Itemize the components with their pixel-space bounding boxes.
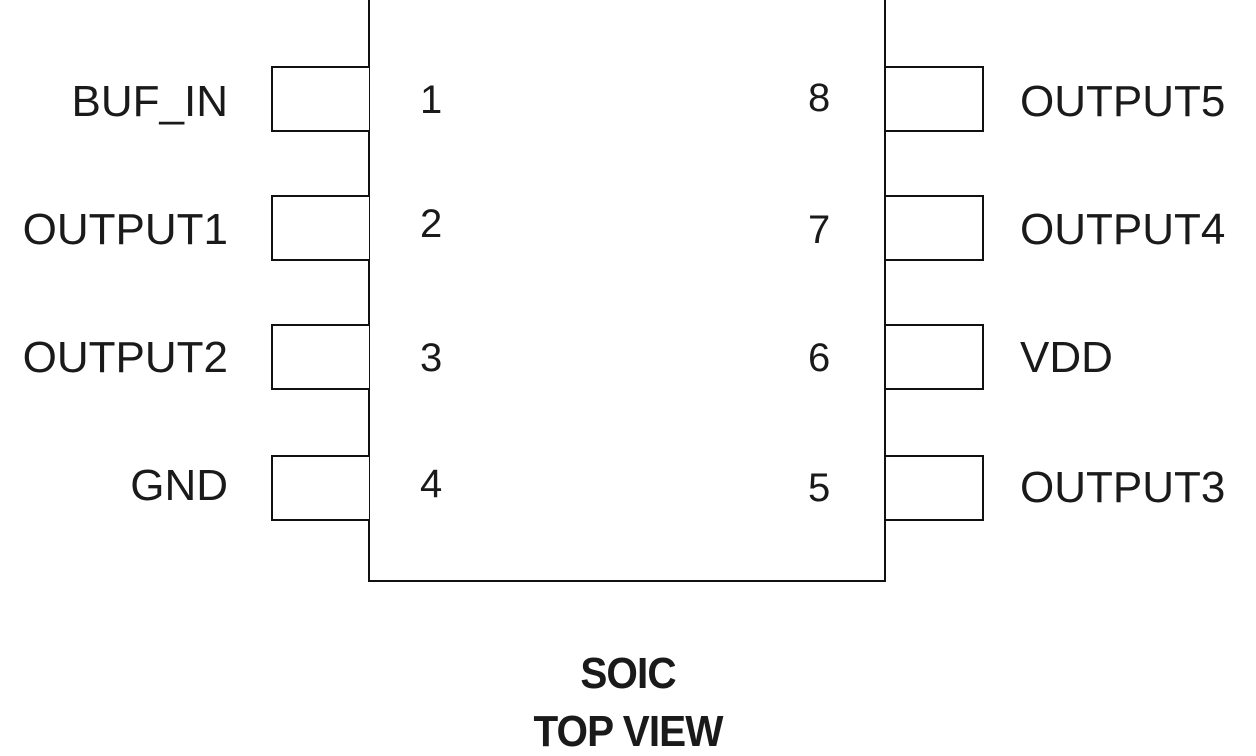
pin-1-label: BUF_IN <box>71 77 228 126</box>
pin-6-label: VDD <box>1020 333 1113 382</box>
pin-4-lead <box>271 455 369 521</box>
pin-7-lead <box>886 195 984 261</box>
pin-1-number: 1 <box>420 78 443 122</box>
pin-3-label: OUTPUT2 <box>22 333 228 382</box>
pin-5-lead <box>886 455 984 521</box>
pin-4-number: 4 <box>420 462 443 506</box>
package-type-caption: SOIC <box>580 649 676 698</box>
pin-5-label: OUTPUT3 <box>1020 463 1226 512</box>
pin-7-label: OUTPUT4 <box>1020 205 1226 254</box>
pin-3-lead <box>271 324 369 390</box>
pin-6-lead <box>886 324 984 390</box>
ic-package-body <box>368 0 886 582</box>
pin-3-number: 3 <box>420 336 443 380</box>
pin-2-label: OUTPUT1 <box>22 205 228 254</box>
pin-6-number: 6 <box>808 336 831 380</box>
view-caption: TOP VIEW <box>533 707 723 756</box>
pin-8-label: OUTPUT5 <box>1020 77 1226 126</box>
pin-1-lead <box>271 66 369 132</box>
pin-2-number: 2 <box>420 202 443 246</box>
pin-2-lead <box>271 195 369 261</box>
pin-8-number: 8 <box>808 76 831 120</box>
pin-5-number: 5 <box>808 466 831 510</box>
pin-8-lead <box>886 66 984 132</box>
pin-7-number: 7 <box>808 208 831 252</box>
pin-4-label: GND <box>130 461 228 510</box>
